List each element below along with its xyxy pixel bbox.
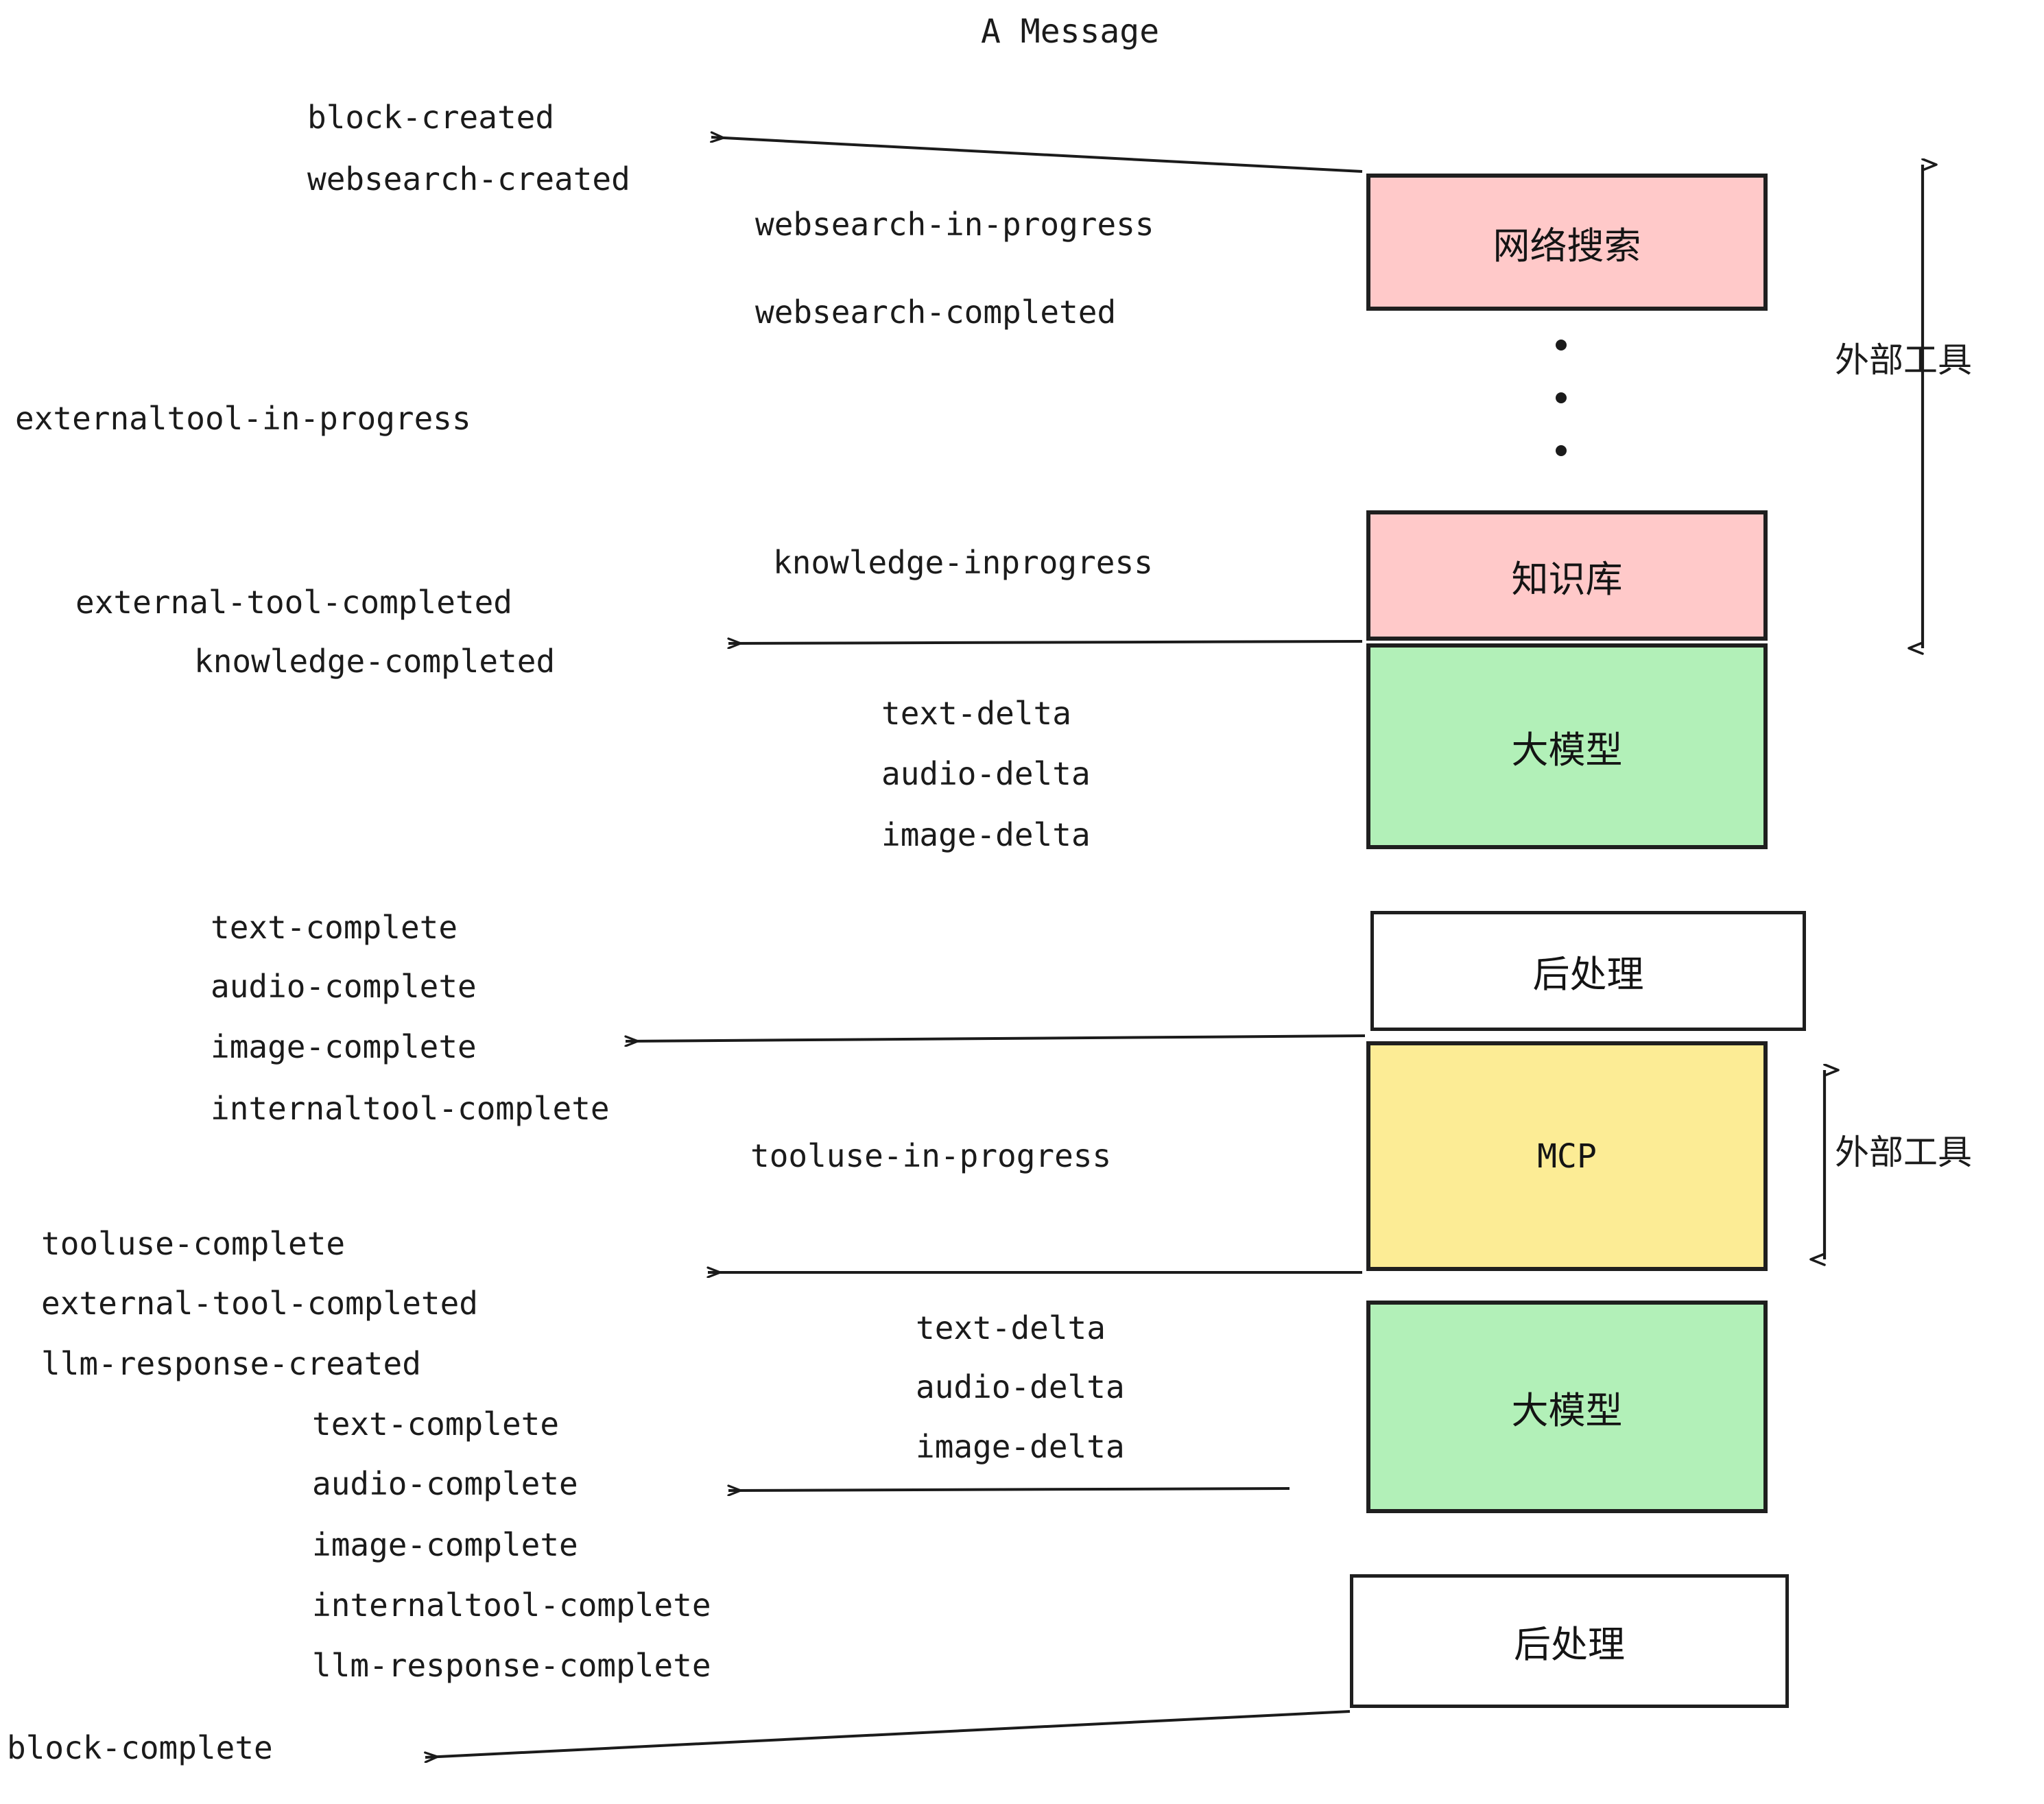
side-label-external-tools-bottom: 外部工具 [1835,1132,1972,1172]
event-websearch-in-progress: websearch-in-progress [755,206,1154,243]
arrow-llm2-to-audio-complete [728,1488,1290,1491]
arrow-knowledge-to-completed [728,641,1363,643]
event-websearch-created: websearch-created [307,161,630,198]
box-knowledge-label: 知识库 [1511,557,1623,601]
event-audio-complete-1: audio-complete [211,968,477,1005]
event-llm-response-complete: llm-response-complete [312,1647,711,1684]
event-externaltool-in-progress: externaltool-in-progress [15,400,471,437]
arrow-postprocess1-to-image-complete [626,1034,1366,1041]
event-internaltool-complete-1: internaltool-complete [211,1090,610,1127]
event-audio-delta-2: audio-delta [916,1368,1125,1405]
box-postprocess-2-label: 后处理 [1514,1623,1625,1666]
event-tooluse-complete: tooluse-complete [41,1225,346,1262]
event-text-complete-1: text-complete [211,909,458,946]
event-image-complete-2: image-complete [312,1526,578,1563]
event-text-delta-1: text-delta [881,695,1071,732]
event-audio-complete-2: audio-complete [312,1465,578,1502]
box-postprocess-1[interactable]: 后处理 [1370,911,1806,1031]
side-label-external-tools-top: 外部工具 [1835,340,1972,380]
box-postprocess-2[interactable]: 后处理 [1350,1574,1789,1708]
arrow-postprocess2-to-block-complete [425,1710,1351,1757]
event-text-complete-2: text-complete [312,1405,560,1443]
box-websearch[interactable]: 网络搜索 [1366,174,1768,311]
dot-1 [1556,340,1567,351]
event-image-complete-1: image-complete [211,1028,477,1065]
event-external-tool-completed-1: external-tool-completed [75,584,512,621]
event-websearch-completed: websearch-completed [755,294,1117,331]
event-internaltool-complete-2: internaltool-complete [312,1587,711,1624]
box-websearch-label: 网络搜索 [1493,224,1641,268]
dot-2 [1556,392,1567,403]
box-knowledge[interactable]: 知识库 [1366,510,1768,641]
page-title: A Message [981,12,1160,51]
event-knowledge-inprogress: knowledge-inprogress [773,544,1153,581]
box-postprocess-1-label: 后处理 [1532,953,1644,996]
event-text-delta-2: text-delta [916,1309,1106,1346]
event-llm-response-created: llm-response-created [41,1345,421,1382]
dot-3 [1556,445,1567,456]
event-image-delta-2: image-delta [916,1428,1125,1465]
event-external-tool-completed-2: external-tool-completed [41,1285,478,1322]
box-llm-1-label: 大模型 [1511,728,1623,772]
box-llm-1[interactable]: 大模型 [1366,643,1768,849]
event-block-created: block-created [307,99,555,136]
event-image-delta-1: image-delta [881,816,1091,853]
box-llm-2-label: 大模型 [1511,1388,1623,1432]
event-tooluse-in-progress: tooluse-in-progress [750,1137,1112,1174]
event-knowledge-completed: knowledge-completed [194,643,556,680]
arrow-websearch-to-block-created [711,137,1363,173]
event-block-complete: block-complete [7,1729,273,1766]
ellipsis-dots [1556,340,1567,456]
box-llm-2[interactable]: 大模型 [1366,1301,1768,1513]
box-mcp[interactable]: MCP [1366,1041,1768,1271]
event-audio-delta-1: audio-delta [881,755,1091,792]
box-mcp-label: MCP [1537,1137,1597,1176]
